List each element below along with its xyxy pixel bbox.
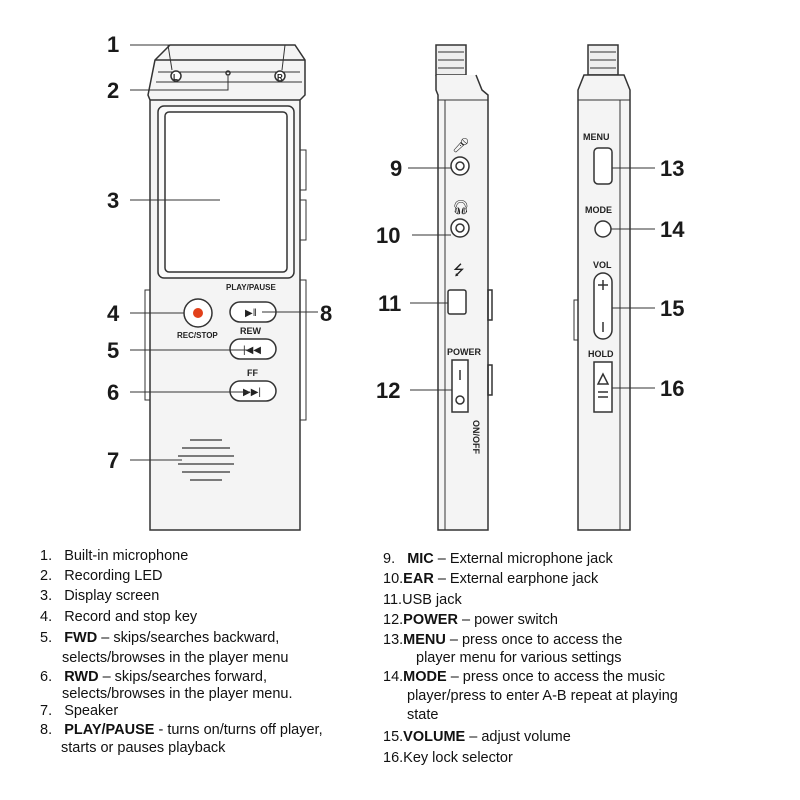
- callout-6: 6: [107, 380, 120, 405]
- mode-button[interactable]: [594, 220, 612, 238]
- callout-10: 10: [376, 223, 401, 248]
- legend-item: 16.Key lock selector: [383, 750, 513, 766]
- ff-button[interactable]: [229, 380, 277, 402]
- legend-item: 5. FWD – skips/searches backward,: [40, 630, 280, 646]
- callout-15: 15: [660, 296, 685, 321]
- callout-14: 14: [660, 217, 685, 242]
- ear-jack[interactable]: [450, 218, 470, 238]
- vol-label: VOL: [593, 260, 612, 270]
- rew-label: REW: [240, 326, 262, 336]
- legend-item: 11.USB jack: [383, 592, 462, 608]
- legend-item: 9. MIC – External microphone jack: [383, 551, 613, 567]
- callout-3: 3: [107, 188, 120, 213]
- mic-left-icon: [170, 70, 182, 82]
- legend-item: 15.VOLUME – adjust volume: [383, 729, 571, 745]
- callout-9: 9: [390, 156, 403, 181]
- speaker-grille: [178, 439, 234, 481]
- front-view: L R REC/STOP PLAY/PAUSE ▶‖ REW |◀◀ FF ▶▶…: [130, 44, 318, 531]
- fast-forward-icon: ▶▶|: [243, 387, 261, 398]
- rew-button[interactable]: [229, 338, 277, 360]
- mic-jack[interactable]: [450, 156, 470, 176]
- callout-5: 5: [107, 338, 120, 363]
- legend-item-continued: selects/browses in the player menu.: [62, 686, 293, 702]
- legend-item: 4. Record and stop key: [40, 609, 198, 625]
- led-icon: [225, 70, 231, 76]
- legend-item: 3. Display screen: [40, 588, 160, 604]
- legend-item: 10.EAR – External earphone jack: [383, 571, 599, 587]
- menu-label: MENU: [583, 132, 610, 142]
- play-pause-icon: ▶‖: [245, 308, 257, 319]
- callout-1: 1: [107, 32, 120, 57]
- display-screen: [164, 111, 288, 273]
- legend-item-continued: starts or pauses playback: [61, 740, 226, 756]
- callout-2: 2: [107, 78, 120, 103]
- side-view-left: 🎤︎ 🎧︎ ⭍ POWER ON/OFF: [408, 44, 493, 531]
- rewind-icon: |◀◀: [243, 345, 261, 356]
- rec-stop-label: REC/STOP: [177, 331, 218, 340]
- device-drawings: L R REC/STOP PLAY/PAUSE ▶‖ REW |◀◀ FF ▶▶…: [130, 44, 655, 531]
- legend-item-continued: player menu for various settings: [416, 650, 622, 666]
- volume-rocker[interactable]: [593, 272, 613, 340]
- headphone-icon: 🎧︎: [452, 199, 470, 215]
- legend-item-continued: selects/browses in the player menu: [62, 650, 289, 666]
- callout-4: 4: [107, 301, 120, 326]
- callout-11: 11: [378, 291, 402, 316]
- legend-item-continued: state: [407, 707, 439, 723]
- legend-item: 14.MODE – press once to access the music: [383, 669, 666, 685]
- legend-item: 1. Built-in microphone: [40, 548, 189, 564]
- mic-right-label: R: [277, 73, 283, 82]
- callout-7: 7: [107, 448, 120, 473]
- mode-label: MODE: [585, 205, 612, 215]
- usb-port[interactable]: [447, 289, 467, 315]
- legend-item: 12.POWER – power switch: [383, 612, 558, 628]
- mic-icon: 🎤︎: [452, 137, 470, 153]
- callout-12: 12: [376, 378, 401, 403]
- mic-left-label: L: [173, 73, 178, 82]
- mic-right-icon: [274, 70, 286, 82]
- menu-button[interactable]: [593, 147, 613, 185]
- ff-label: FF: [247, 368, 258, 378]
- legend-item: 8. PLAY/PAUSE - turns on/turns off playe…: [40, 722, 323, 738]
- legend-item-continued: player/press to enter A-B repeat at play…: [407, 688, 678, 704]
- on-off-label: ON/OFF: [471, 420, 481, 454]
- usb-icon: ⭍: [453, 262, 465, 278]
- callout-8: 8: [320, 301, 333, 326]
- legend-item: 13.MENU – press once to access the: [383, 632, 623, 648]
- callout-16: 16: [660, 376, 685, 401]
- legend-item: 7. Speaker: [40, 703, 119, 719]
- power-label: POWER: [447, 347, 482, 357]
- legend-item: 2. Recording LED: [40, 568, 163, 584]
- side-view-right: MENU MODE VOL HOLD: [573, 44, 655, 531]
- legend-item: 6. RWD – skips/searches forward,: [40, 669, 267, 685]
- hold-label: HOLD: [588, 349, 614, 359]
- play-pause-label: PLAY/PAUSE: [226, 283, 276, 292]
- callout-13: 13: [660, 156, 685, 181]
- hold-switch[interactable]: [593, 361, 613, 413]
